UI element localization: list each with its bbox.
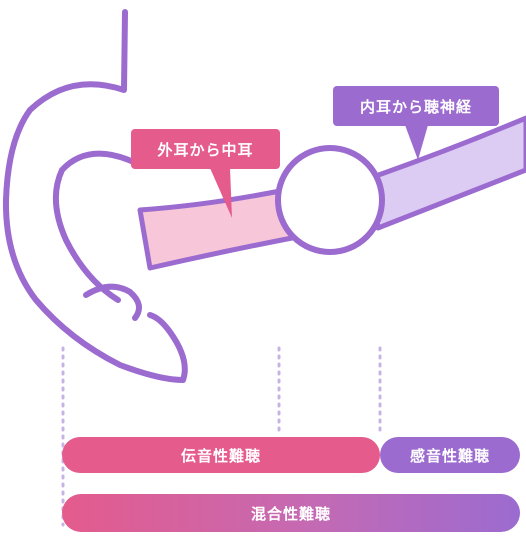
ear-lobe-fold xyxy=(83,283,142,321)
label-outer-to-middle: 外耳から中耳 xyxy=(157,140,254,159)
ear-inner-fold xyxy=(52,150,143,303)
mixed-hearing-loss-bar: 混合性難聴 xyxy=(62,494,520,532)
label-inner-to-nerve: 内耳から聴神経 xyxy=(359,97,472,116)
ear-canal-shape xyxy=(137,187,295,271)
auditory-nerve-shape xyxy=(367,115,526,231)
middle-ear-circle xyxy=(275,145,385,255)
conductive-hearing-loss-bar: 伝音性難聴 xyxy=(62,437,380,473)
callout-outer-to-middle xyxy=(131,129,280,218)
ear-outline xyxy=(2,9,188,383)
callout-inner-to-nerve xyxy=(333,86,499,160)
sensorineural-hearing-loss-bar: 感音性難聴 xyxy=(380,437,520,473)
